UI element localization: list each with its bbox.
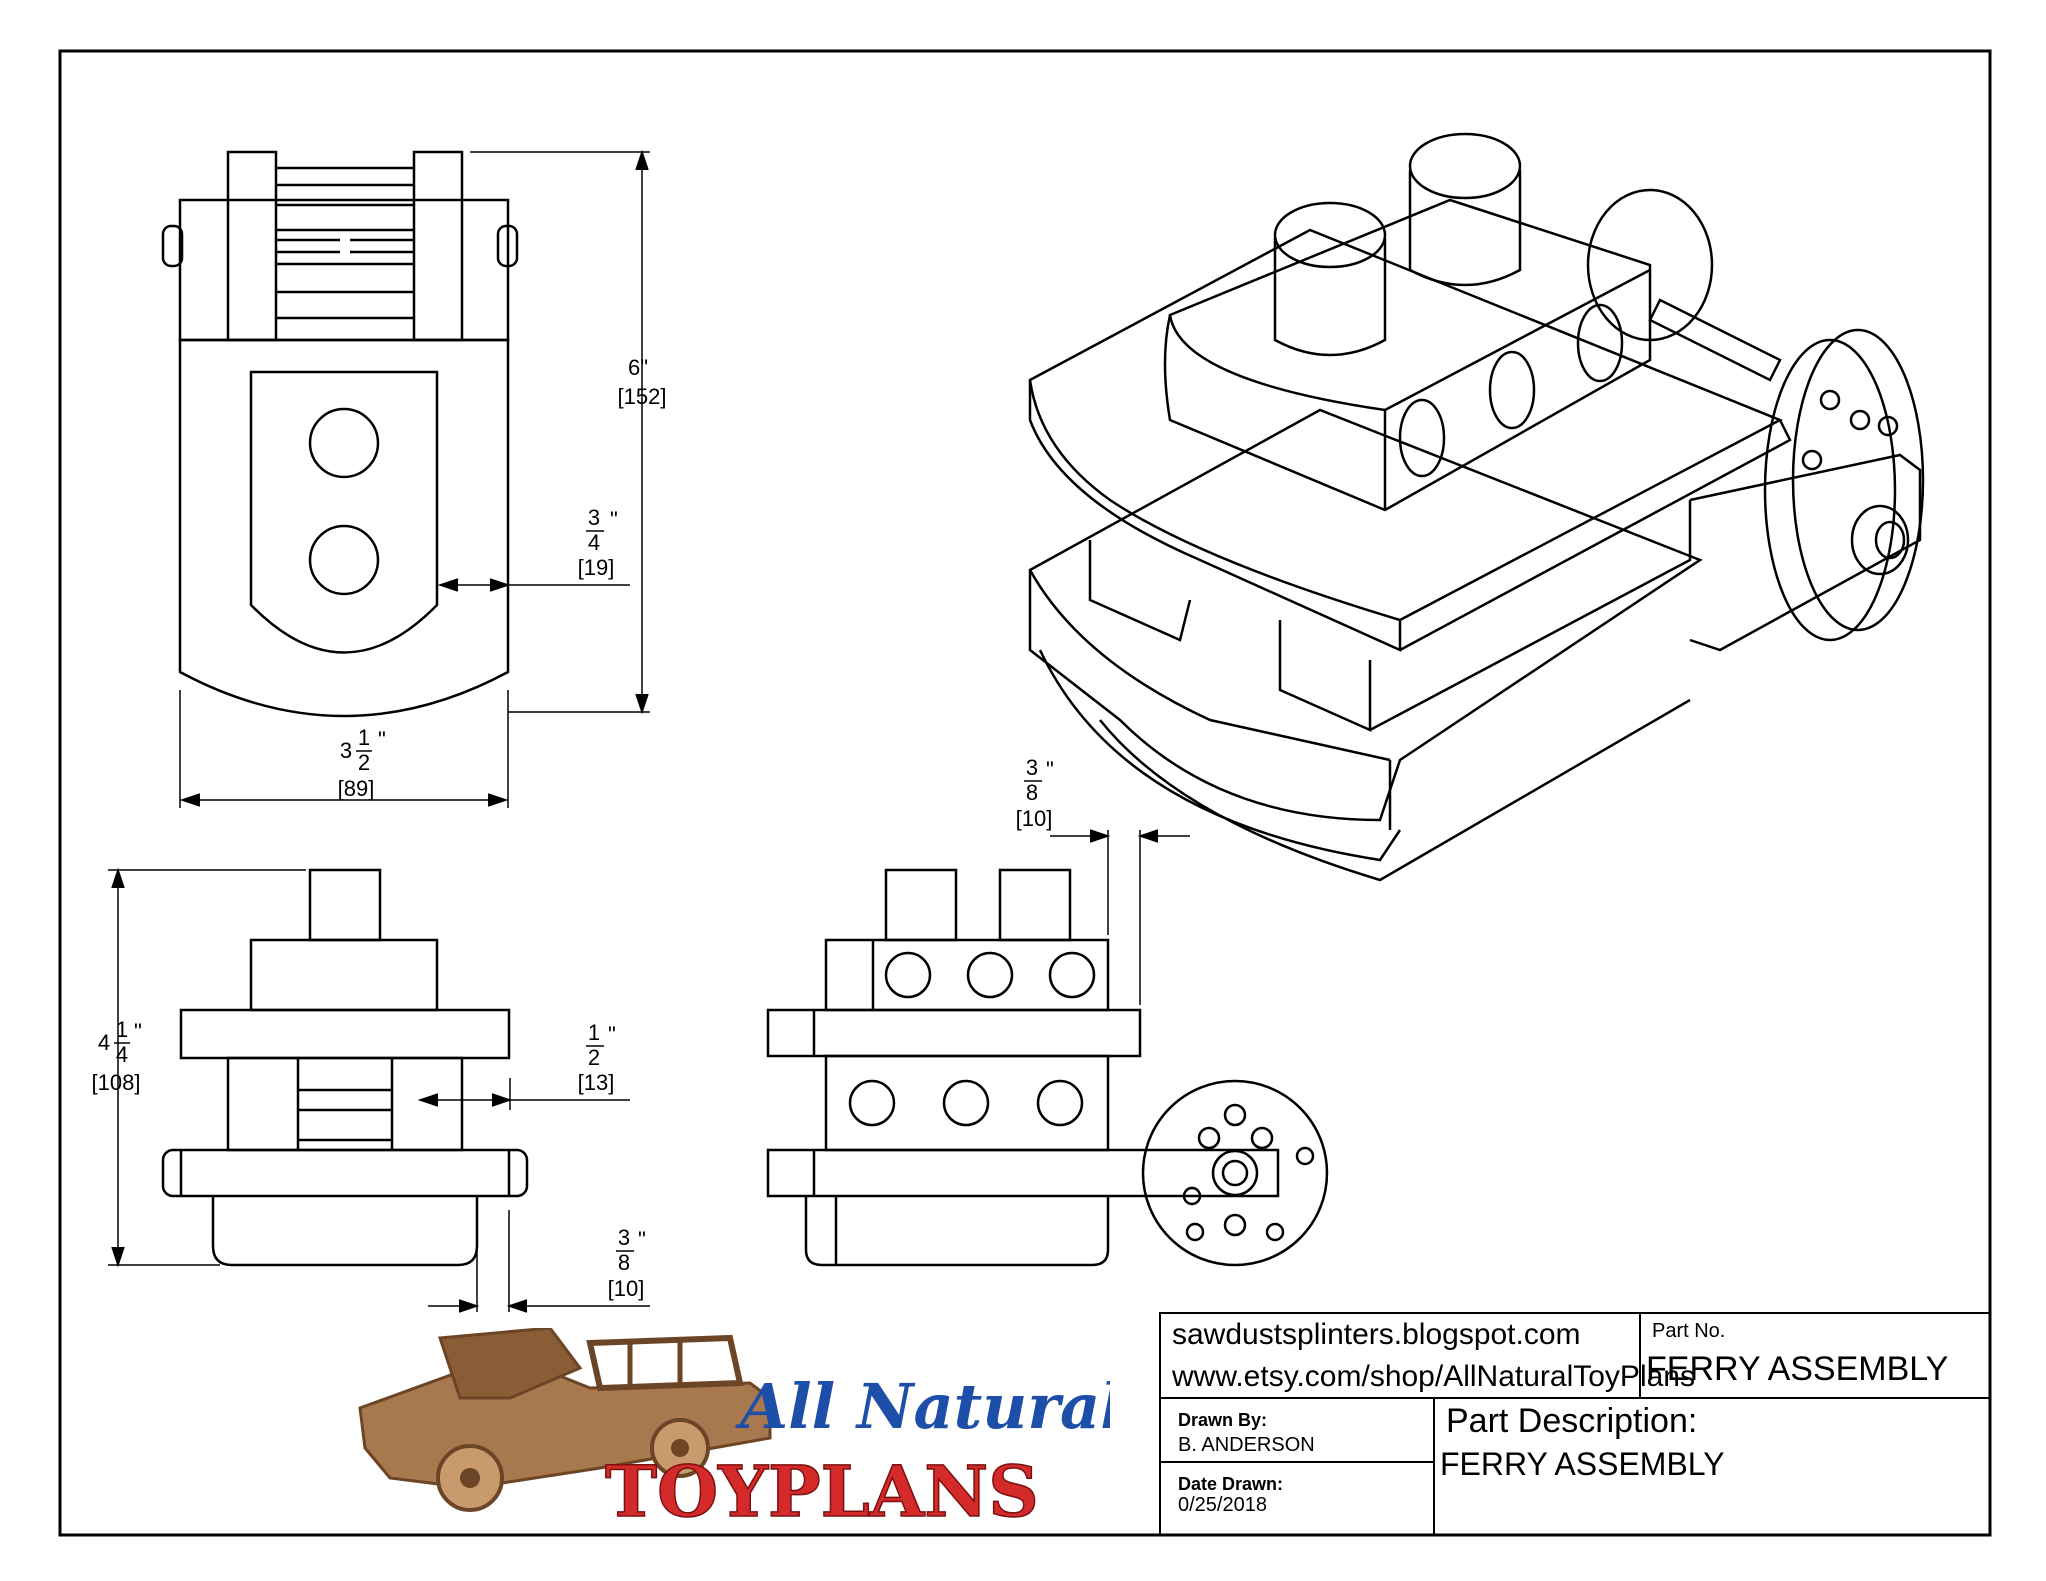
side-view-dimensions: [1050, 829, 1190, 1005]
part-no-label: Part No.: [1652, 1320, 1726, 1342]
logo-line1: All Natural: [735, 1370, 1110, 1443]
shop-link[interactable]: www.etsy.com/shop/AllNaturalToyPlans: [1172, 1360, 1695, 1393]
sheet-border: [58, 49, 1992, 1537]
part-description-value: FERRY ASSEMBLY: [1440, 1446, 1725, 1482]
logo-line2: TOYPLANS: [605, 1450, 1039, 1528]
dim-side-mm: [10]: [1016, 806, 1053, 831]
dim-inset-num: 3: [588, 505, 600, 530]
dim-bottom-num: 3: [618, 1225, 630, 1250]
dim-height-top-mm: [152]: [618, 384, 667, 409]
dim-inset-unit: ": [610, 507, 618, 532]
top-view: [161, 150, 519, 718]
dim-width-num: 1: [358, 725, 370, 750]
dim-side-unit: ": [1046, 757, 1054, 782]
drawn-by-label: Drawn By:: [1178, 1410, 1268, 1430]
drawn-by-value: B. ANDERSON: [1178, 1434, 1315, 1456]
dim-side-num: 3: [1026, 755, 1038, 780]
dim-side-den: 8: [1026, 780, 1038, 805]
dim-width-den: 2: [358, 750, 370, 775]
all-natural-toyplans-logo: All Natural TOYPLANS: [350, 1326, 1124, 1534]
dim-bottom-unit: ": [638, 1227, 646, 1252]
dim-width-unit: ": [378, 727, 386, 752]
front-view: [161, 868, 529, 1267]
part-no-value: FERRY ASSEMBLY: [1646, 1350, 1949, 1388]
part-description-label: Part Description:: [1446, 1402, 1698, 1440]
dim-half-den: 2: [588, 1045, 600, 1070]
website-link[interactable]: sawdustsplinters.blogspot.com: [1172, 1318, 1581, 1351]
dim-width-whole: 3: [340, 738, 352, 763]
isometric-view: [1028, 132, 1925, 882]
dim-front-mm: [108]: [92, 1070, 141, 1095]
title-block: [1159, 1312, 1991, 1536]
dim-front-den: 4: [116, 1042, 128, 1067]
dimension-labels: 6" [152] 3 4 " [19] 3 1 2 " [89] 4 1 4 "…: [92, 355, 1054, 1301]
dim-half-unit: ": [608, 1022, 616, 1047]
dim-front-unit: ": [134, 1019, 142, 1044]
dim-front-whole: 4: [98, 1030, 110, 1055]
dim-bottom-den: 8: [618, 1250, 630, 1275]
front-view-dimensions: [108, 867, 650, 1313]
dim-width-mm: [89]: [338, 776, 375, 801]
dim-inset-den: 4: [588, 530, 600, 555]
date-label: Date Drawn:: [1178, 1474, 1284, 1494]
date-value: 0/25/2018: [1178, 1494, 1267, 1516]
dim-front-num: 1: [116, 1017, 128, 1042]
dim-half-num: 1: [588, 1020, 600, 1045]
dim-half-mm: [13]: [578, 1070, 615, 1095]
dim-bottom-mm: [10]: [608, 1276, 645, 1301]
dim-height-top: 6": [628, 355, 648, 380]
side-view: [766, 868, 1329, 1267]
truck-icon: [358, 1326, 772, 1512]
top-view-dimensions: [179, 149, 650, 808]
dim-inset-mm: [19]: [578, 555, 615, 580]
